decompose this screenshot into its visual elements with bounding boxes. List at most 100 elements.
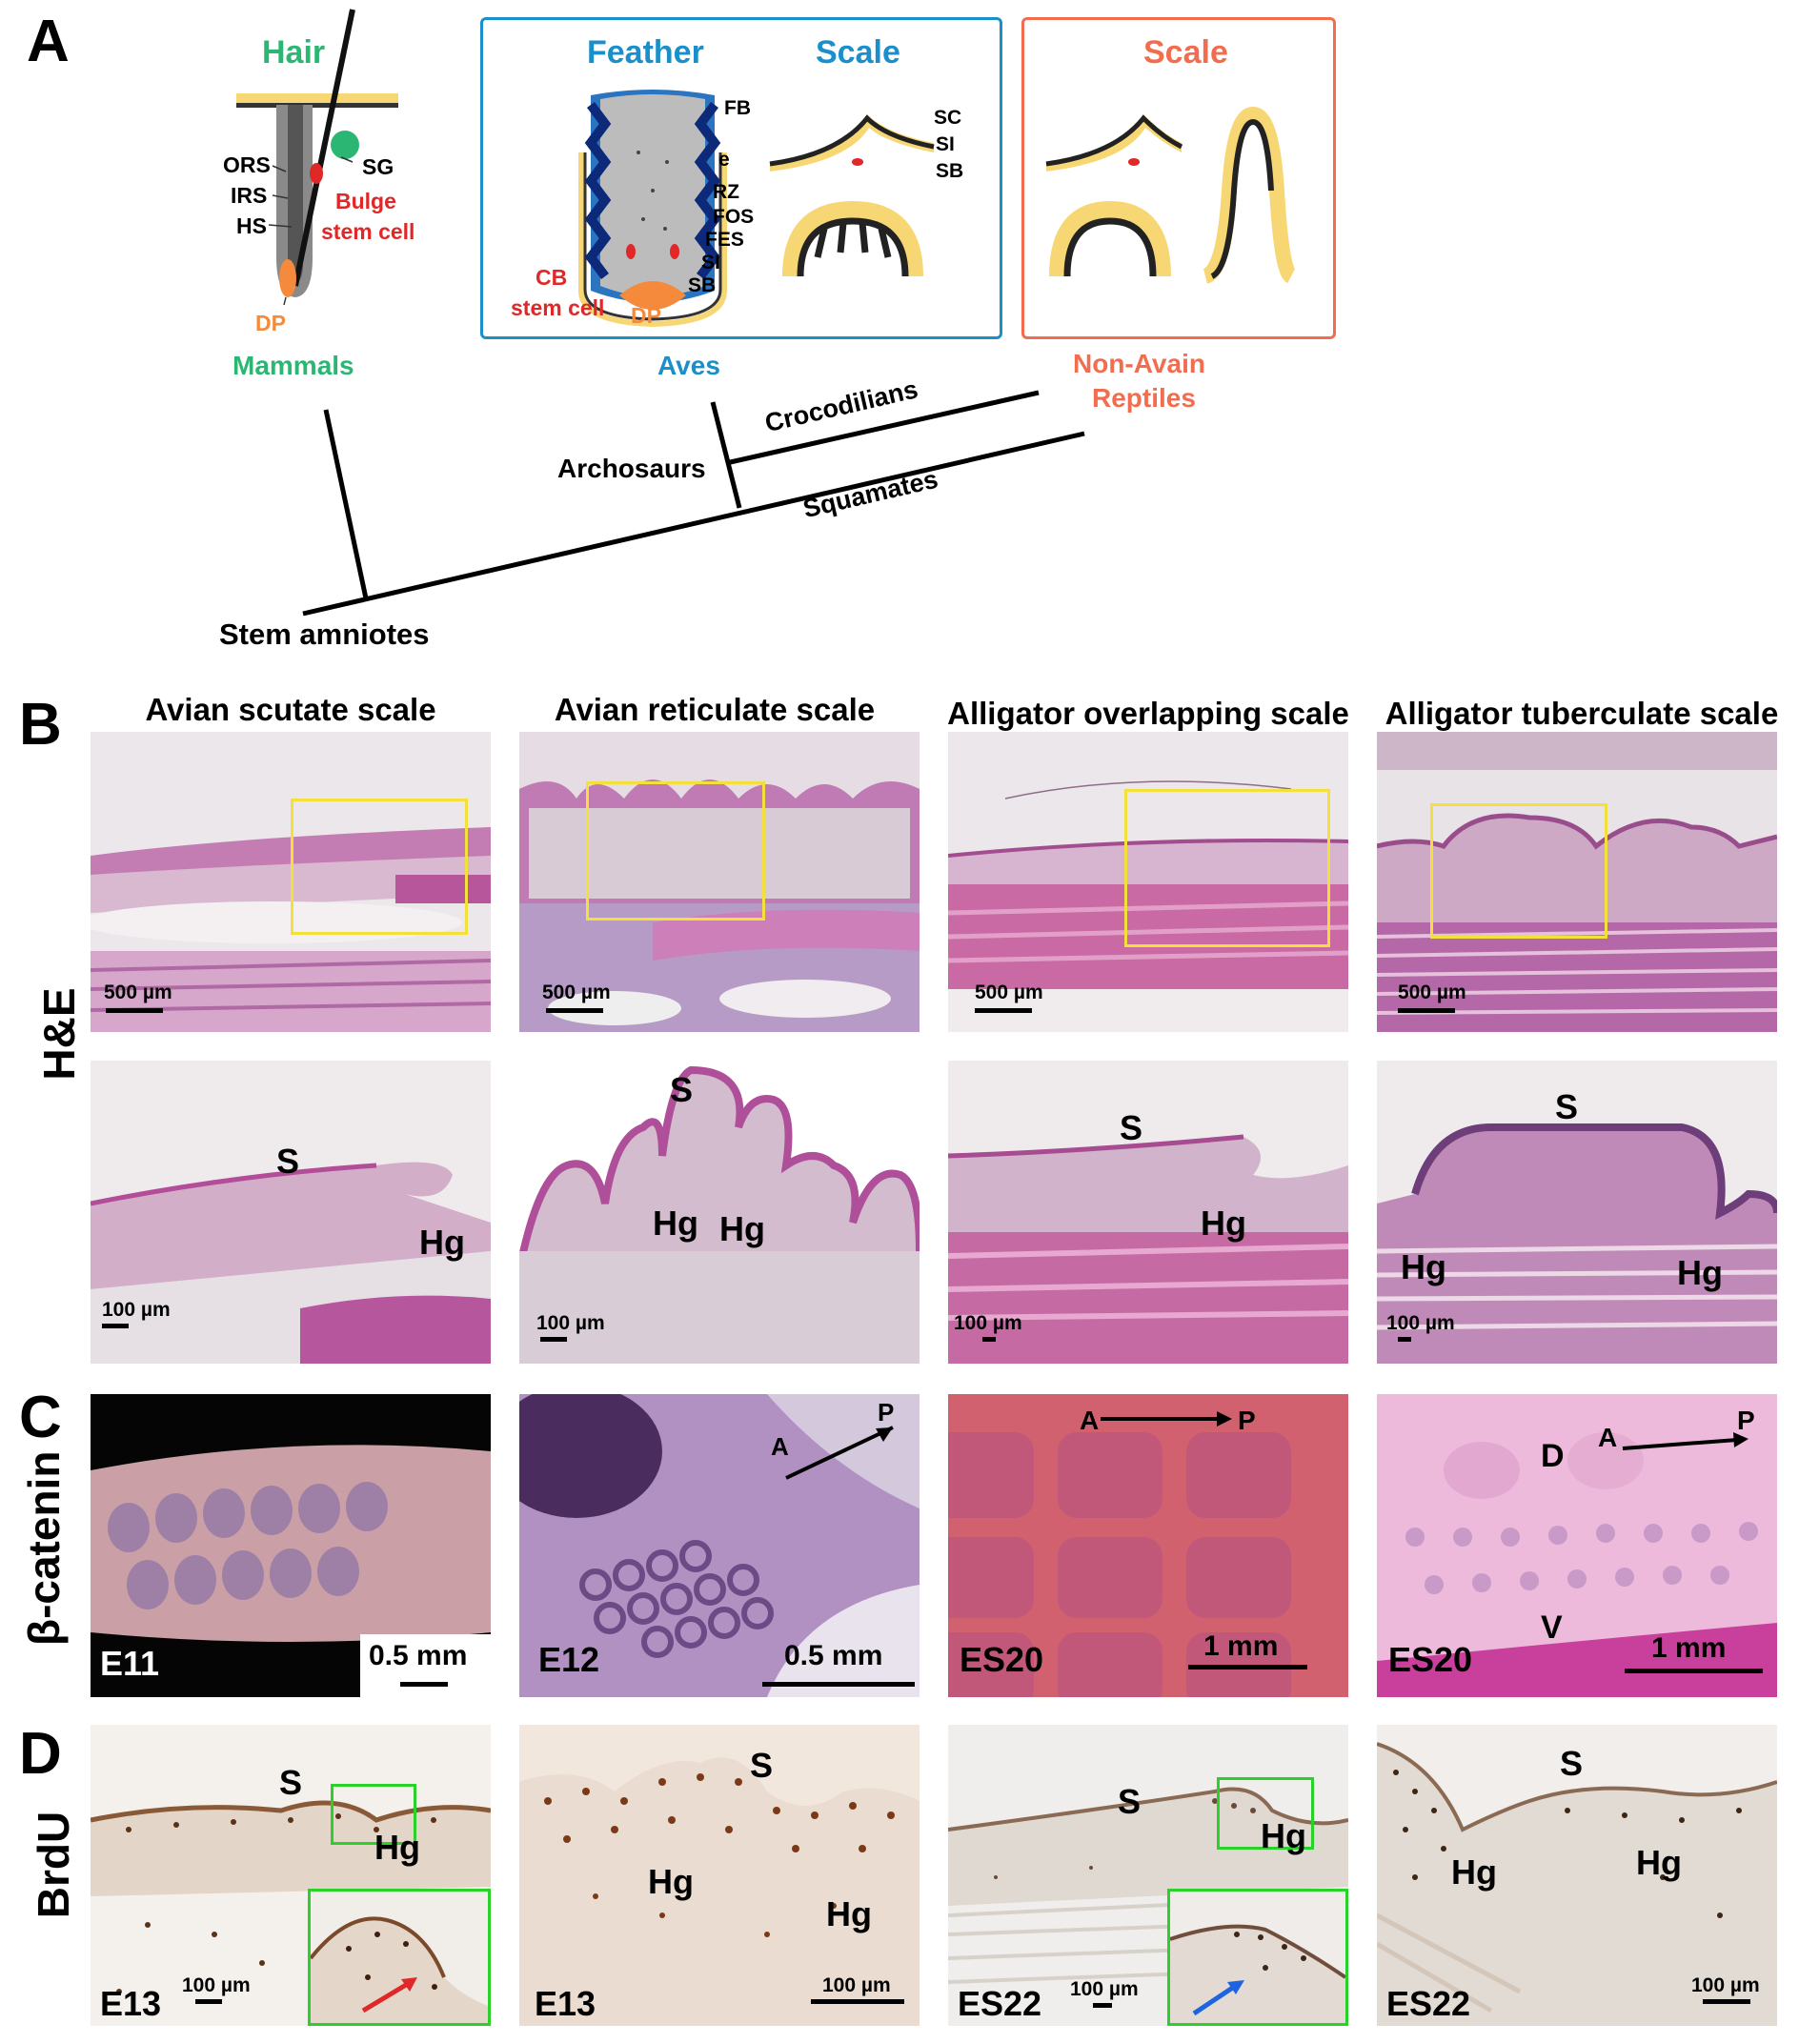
scale-bar-label: 100 µm xyxy=(1386,1312,1455,1334)
panel-a-letter: A xyxy=(27,9,70,74)
scale-bar xyxy=(1398,1337,1411,1342)
brdu-s-label: S xyxy=(750,1746,774,1785)
scale-bar xyxy=(1398,1008,1455,1013)
hair-follicle-diagram xyxy=(236,9,398,306)
stage-label: E12 xyxy=(538,1640,600,1679)
hair-bulge-label: Bulge xyxy=(335,189,396,213)
scale-bar xyxy=(540,1337,567,1342)
aves-box xyxy=(480,17,1002,339)
feather-rz-label: RZ xyxy=(713,181,739,203)
feather-fb-label: FB xyxy=(724,97,751,119)
stage-label: E13 xyxy=(100,1984,162,2023)
scale-bar-label: 500 µm xyxy=(542,982,611,1003)
hair-ors-label: ORS xyxy=(223,152,271,177)
scale-bar xyxy=(546,1008,603,1013)
tree-archosaurs-label: Archosaurs xyxy=(557,454,706,483)
tree-stem-amniotes-label: Stem amniotes xyxy=(219,617,430,651)
aves-scale-sc-label: SC xyxy=(934,107,962,129)
beta-catenin-es20-overlapping: A P ES20 1 mm xyxy=(948,1394,1348,1697)
beta-catenin-e11: E11 0.5 mm xyxy=(91,1394,491,1697)
direction-a-label: A xyxy=(1080,1406,1100,1435)
beta-catenin-row-label: β-catenin xyxy=(19,1450,69,1646)
he-reticulate-highlight-box xyxy=(586,781,765,921)
hair-irs-label: IRS xyxy=(231,183,268,208)
stage-label: E11 xyxy=(100,1644,160,1683)
brdu-hg-label: Hg xyxy=(648,1862,694,1901)
feather-si-label: SI xyxy=(701,252,720,273)
scale-bar-label: 100 µm xyxy=(954,1312,1022,1334)
scale-bar-background xyxy=(360,1634,491,1697)
hair-hs-label: HS xyxy=(236,213,267,238)
scale-bar-label: 100 µm xyxy=(536,1312,605,1334)
he-hg-label: Hg xyxy=(1401,1247,1446,1286)
feather-fes-label: FES xyxy=(705,229,744,251)
he-hg-label: Hg xyxy=(653,1204,698,1243)
beta-catenin-e12: A P E12 0.5 mm xyxy=(519,1394,920,1697)
brdu-row-label: BrdU xyxy=(29,1811,78,1919)
scale-bar xyxy=(1625,1669,1763,1673)
scale-bar xyxy=(195,1999,222,2004)
feather-e-label: e xyxy=(718,149,730,171)
scale-bar-label: 100 µm xyxy=(822,1974,891,1996)
he-row-label: H&E xyxy=(34,987,84,1081)
he-avian-scutate-low: 500 µm xyxy=(91,732,491,1032)
scale-bar-label: 100 µm xyxy=(1691,1974,1760,1996)
he-s-label: S xyxy=(1120,1108,1143,1147)
ventral-v-label: V xyxy=(1541,1609,1563,1646)
reptile-group-line1: Non-Avain xyxy=(1073,349,1205,378)
he-alligator-tuberculate-high: S Hg Hg 100 µm xyxy=(1377,1061,1777,1364)
stage-label: ES20 xyxy=(960,1640,1044,1679)
reptile-group-line2: Reptiles xyxy=(1092,383,1196,413)
he-scutate-highlight-box xyxy=(291,799,468,935)
brdu-alligator-tuberculate: S Hg Hg ES22 100 µm xyxy=(1377,1725,1777,2026)
brdu-hg-label: Hg xyxy=(1636,1843,1682,1882)
stage-label: ES20 xyxy=(1388,1640,1473,1679)
dorsal-d-label: D xyxy=(1541,1438,1565,1474)
brdu-avian-reticulate: S Hg Hg E13 100 µm xyxy=(519,1725,920,2026)
direction-p-label: P xyxy=(878,1398,895,1427)
he-avian-scutate-high: S Hg 100 µm xyxy=(91,1061,491,1364)
he-hg-label: Hg xyxy=(719,1209,765,1248)
he-alligator-tuberculate-low: 500 µm xyxy=(1377,732,1777,1032)
aves-scale-diagram xyxy=(769,114,935,277)
brdu-hg-label: Hg xyxy=(374,1828,420,1867)
column-title-avian-reticulate: Avian reticulate scale xyxy=(554,692,876,727)
feather-dp-label: DP xyxy=(631,303,661,328)
phylogeny-tree xyxy=(302,390,1085,617)
brdu-scutate-inset xyxy=(308,1889,491,2026)
scale-bar-label: 100 µm xyxy=(1070,1978,1139,2000)
brdu-s-label: S xyxy=(1118,1782,1142,1821)
brdu-overlapping-inset xyxy=(1167,1889,1348,2026)
scale-bar xyxy=(1703,1999,1750,2004)
panel-d-letter: D xyxy=(19,1721,62,1787)
he-s-label: S xyxy=(1555,1087,1579,1126)
feather-sb-label: SB xyxy=(688,274,717,296)
scale-bar xyxy=(106,1008,163,1013)
brdu-overlapping-highlight-box xyxy=(1217,1777,1314,1850)
direction-a-label: A xyxy=(1598,1423,1618,1452)
reptiles-box xyxy=(1021,17,1336,339)
he-hg-label: Hg xyxy=(1201,1204,1246,1243)
feather-cb-stem-label: stem cell xyxy=(511,295,605,320)
he-hg-label: Hg xyxy=(419,1223,465,1262)
beta-catenin-es20-tuberculate: A P D V ES20 1 mm xyxy=(1377,1394,1777,1697)
brdu-s-label: S xyxy=(1560,1744,1584,1783)
direction-p-label: P xyxy=(1238,1406,1256,1435)
scale-bar xyxy=(975,1008,1032,1013)
aves-scale-sb-label: SB xyxy=(936,160,964,182)
stage-label: ES22 xyxy=(958,1984,1042,2023)
he-hg-label: Hg xyxy=(1677,1253,1723,1292)
brdu-hg-label: Hg xyxy=(826,1894,872,1933)
hair-title: Hair xyxy=(262,34,326,71)
brdu-scutate-highlight-box xyxy=(331,1784,416,1845)
scale-bar xyxy=(1188,1665,1307,1670)
panel-b-letter: B xyxy=(19,692,62,758)
scale-bar-label: 0.5 mm xyxy=(369,1640,468,1671)
feather-cb-label: CB xyxy=(536,265,568,290)
scale-bar-label: 100 µm xyxy=(102,1299,171,1321)
panel-c-letter: C xyxy=(19,1385,62,1450)
scale-bar xyxy=(762,1682,915,1687)
stage-label: ES22 xyxy=(1386,1984,1471,2023)
feather-title: Feather xyxy=(587,34,704,71)
scale-bar-label: 1 mm xyxy=(1203,1630,1279,1662)
